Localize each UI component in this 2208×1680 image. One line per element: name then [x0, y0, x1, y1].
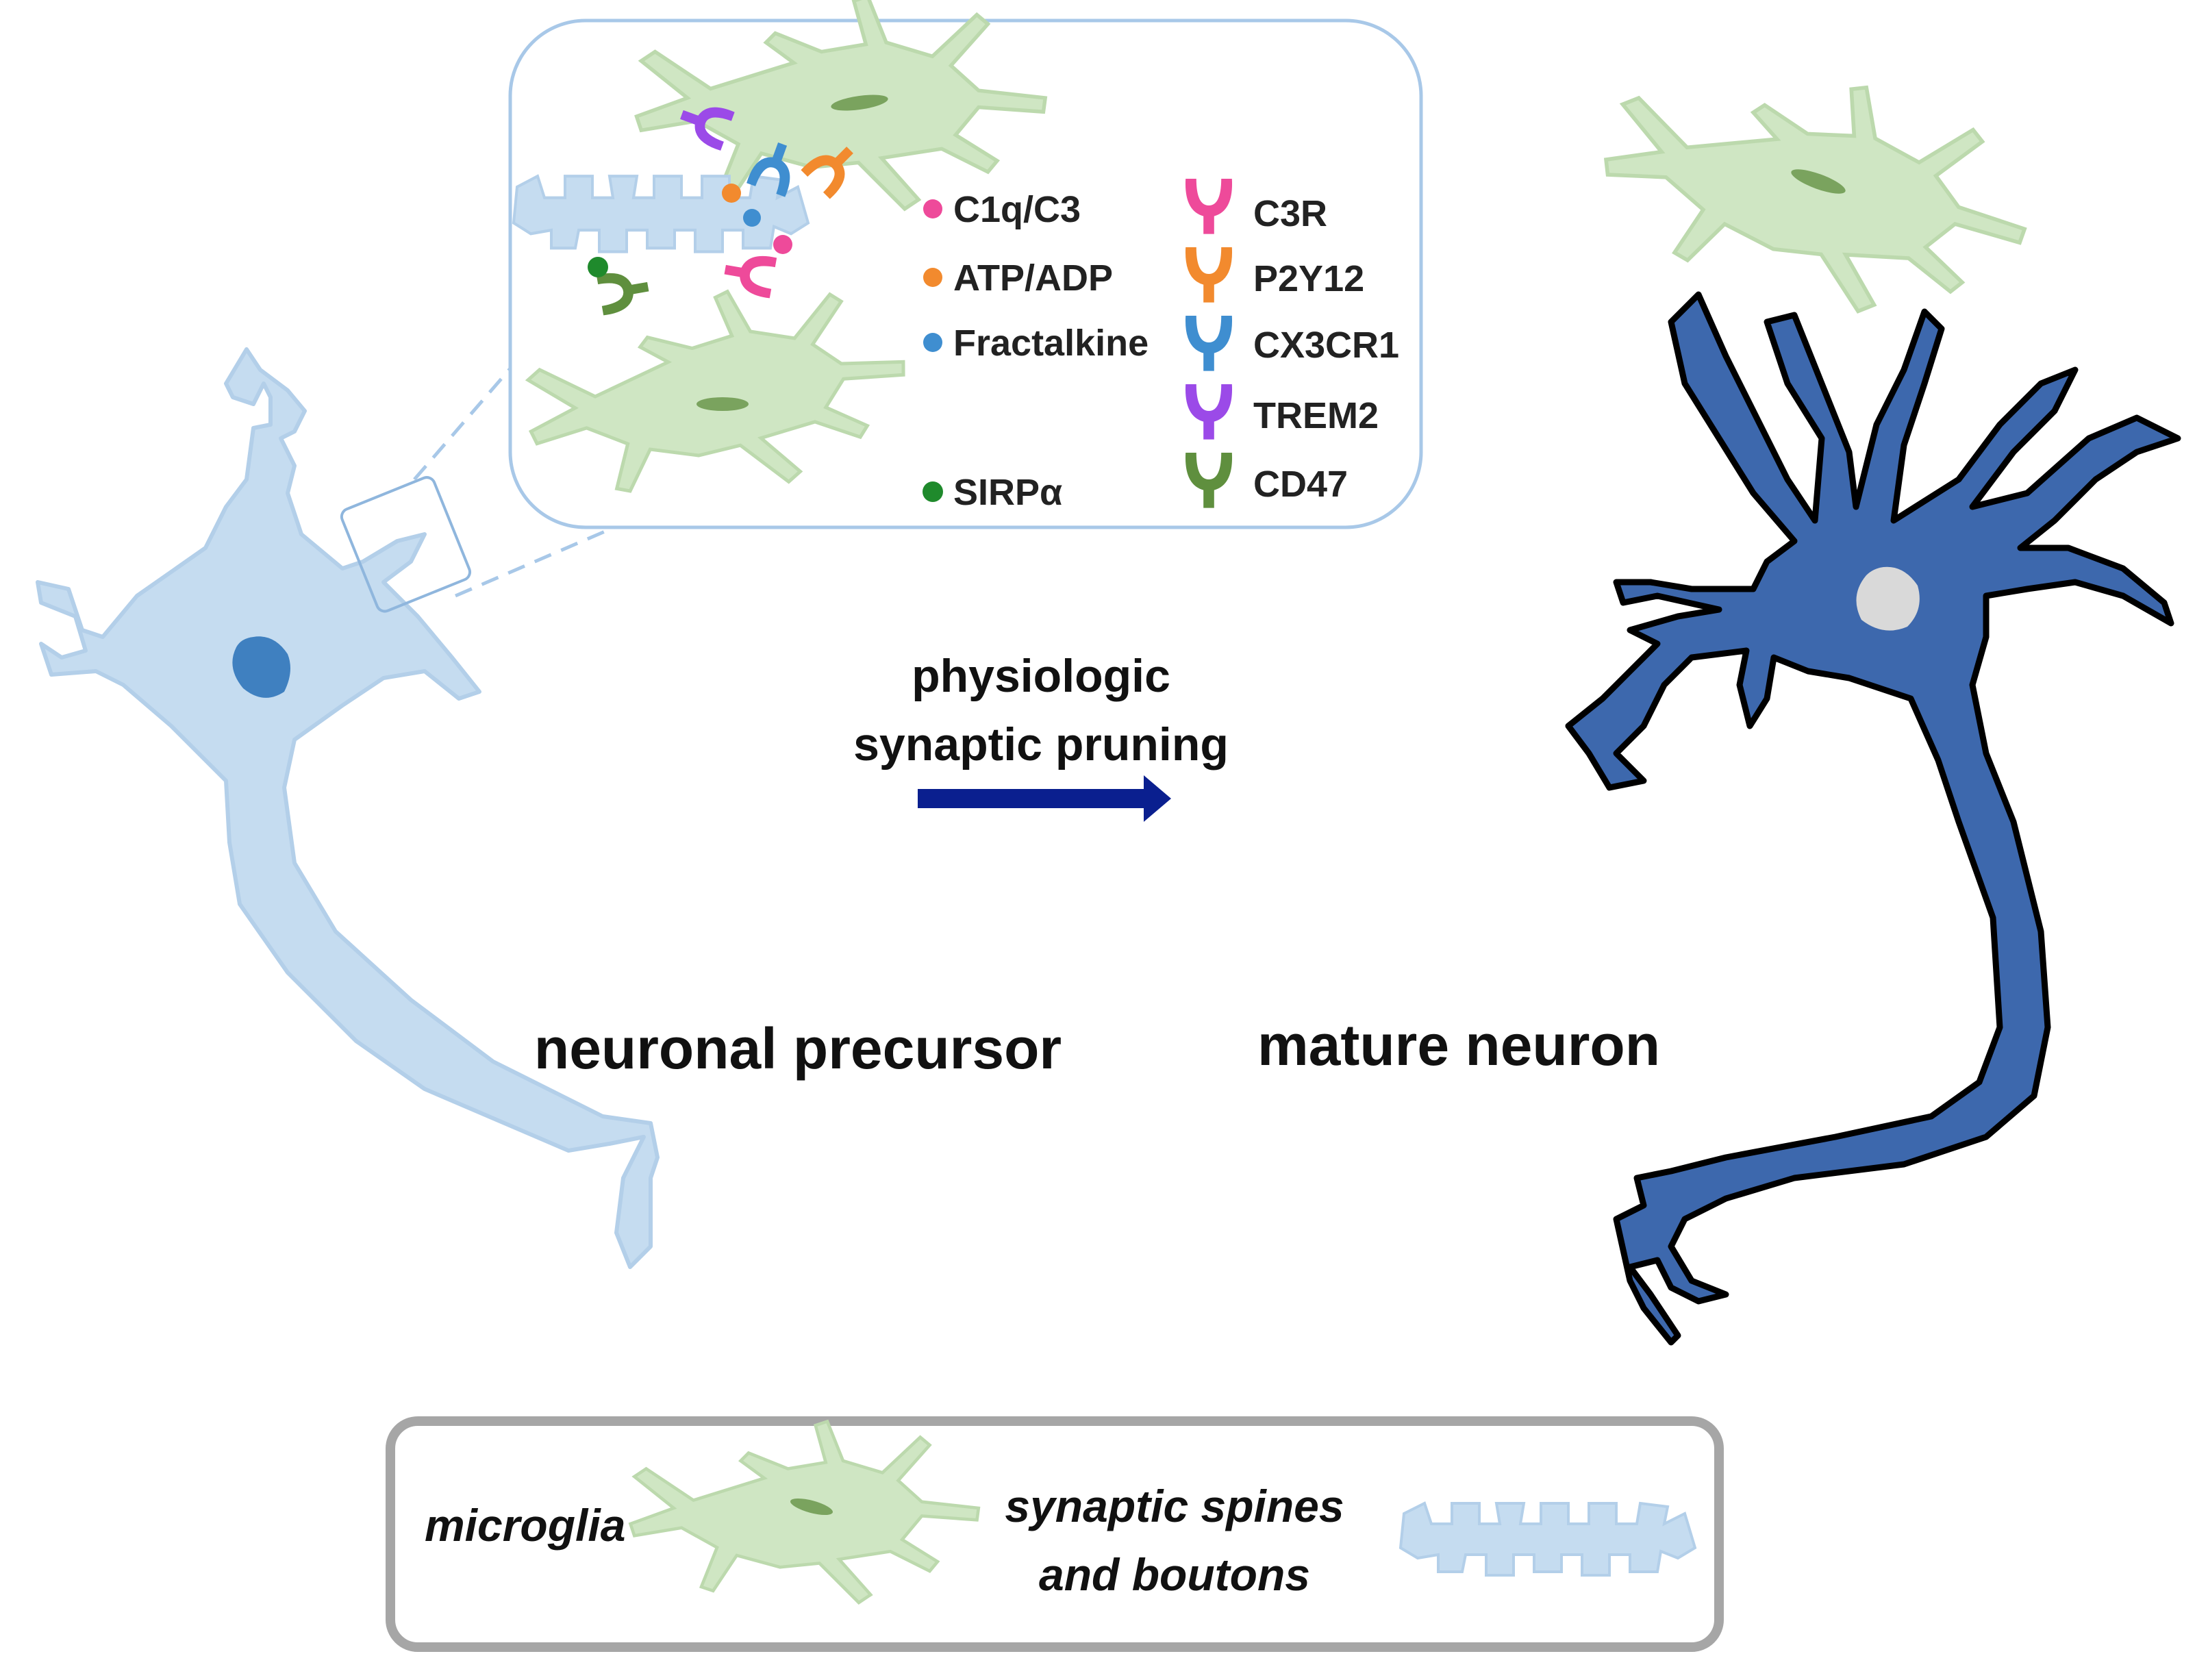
receptor-cd47-item: CD47 — [1185, 453, 1348, 508]
ligand-c1q-label: C1q/C3 — [953, 189, 1081, 230]
inset-panel: C1q/C3 ATP/ADP Fractalkine SIRPα C3R — [508, 0, 1423, 529]
receptor-cx3cr1-item: CX3CR1 — [1185, 316, 1399, 371]
mature-neuron-nucleus — [1856, 566, 1920, 631]
receptor-legend: C3R P2Y12 CX3CR1 TREM2 CD47 — [1185, 179, 1399, 508]
receptor-c3r-label: C3R — [1253, 193, 1327, 234]
receptor-trem2-item: TREM2 — [1185, 384, 1379, 440]
key-spines-label-line2: and boutons — [1039, 1549, 1310, 1600]
mature-neuron-label: mature neuron — [1257, 1013, 1660, 1077]
atp-dot-icon — [923, 268, 942, 287]
mature-neuron-body — [1565, 291, 2181, 1346]
key-spines-label-line1: synaptic spines — [1005, 1481, 1344, 1531]
zoom-box — [340, 476, 472, 613]
zoom-line-top — [413, 362, 516, 481]
atp-ligand-dot — [722, 184, 741, 203]
key-panel: microglia synaptic spines and boutons — [386, 1416, 1724, 1652]
receptor-c3r-item: C3R — [1185, 179, 1327, 234]
key-microglia-nucleus — [790, 1498, 833, 1516]
sirpa-ligand-dot — [588, 257, 608, 277]
receptor-p2y12-item: P2Y12 — [1185, 247, 1364, 303]
process-label-line2: synaptic pruning — [853, 718, 1229, 770]
c1q-dot-icon — [923, 199, 942, 218]
ligand-sirpa-item: SIRPα — [923, 472, 1062, 513]
fractalkine-ligand-dot — [743, 209, 761, 227]
precursor-nucleus — [232, 636, 290, 698]
neuron-microglia — [1586, 38, 2046, 342]
pruning-process: physiologic synaptic pruning — [853, 650, 1229, 822]
ligand-fractalkine-label: Fractalkine — [953, 323, 1149, 364]
inset-microglia-nucleus-upper — [831, 95, 888, 111]
receptor-cx3cr1-label: CX3CR1 — [1253, 325, 1399, 366]
ligand-atp-label: ATP/ADP — [953, 258, 1113, 299]
receptor-trem2-label: TREM2 — [1253, 395, 1379, 436]
precursor-label: neuronal precursor — [534, 1016, 1062, 1081]
c1q-ligand-dot — [773, 235, 792, 254]
process-label-line1: physiologic — [912, 650, 1170, 702]
neuronal-precursor-cell — [36, 347, 660, 1269]
ligand-c1q-item: C1q/C3 — [923, 189, 1081, 230]
fractalkine-dot-icon — [923, 333, 942, 352]
neuron-microglia-nucleus — [1791, 169, 1846, 194]
ligand-sirpa-label: SIRPα — [953, 472, 1062, 513]
precursor-body — [36, 347, 660, 1269]
ligand-legend: C1q/C3 ATP/ADP Fractalkine SIRPα — [923, 189, 1149, 513]
mature-neuron-cell — [1565, 38, 2181, 1346]
ligand-atp-item: ATP/ADP — [923, 258, 1113, 299]
key-microglia-label: microglia — [425, 1500, 625, 1551]
receptor-cd47-label: CD47 — [1253, 464, 1348, 505]
process-arrow-icon — [918, 775, 1171, 822]
sirpa-dot-icon — [923, 481, 943, 502]
receptor-p2y12-label: P2Y12 — [1253, 258, 1364, 299]
ligand-fractalkine-item: Fractalkine — [923, 323, 1149, 364]
inset-microglia-nucleus-lower — [697, 397, 749, 411]
key-border — [386, 1416, 1724, 1652]
